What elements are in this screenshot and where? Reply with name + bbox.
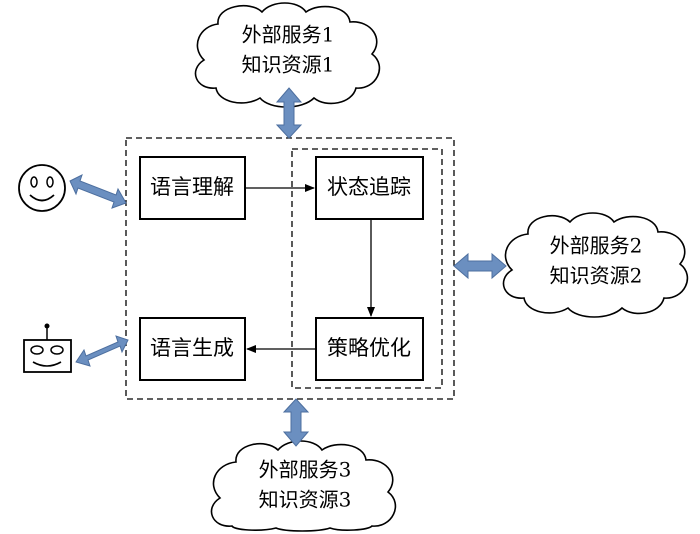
bottom-double-arrow: [282, 398, 310, 447]
right-double-arrow: [453, 252, 507, 280]
external-service-cloud-1: 外部服务1 知识资源1: [194, 2, 381, 108]
cloud-3-line-1: 外部服务3: [259, 458, 352, 482]
language-understanding-module: 语言理解: [139, 156, 246, 220]
cloud-1-line-1: 外部服务1: [242, 23, 335, 47]
user-double-arrow: [69, 174, 127, 209]
state-tracking-module: 状态追踪: [315, 156, 424, 220]
smiley-face-icon: [18, 164, 66, 212]
language-understanding-label: 语言理解: [150, 175, 234, 199]
language-generation-module: 语言生成: [139, 317, 246, 381]
cloud-3-line-2: 知识资源3: [259, 488, 352, 512]
external-service-cloud-2: 外部服务2 知识资源2: [502, 212, 689, 318]
policy-optimization-label: 策略优化: [327, 336, 411, 360]
robot-double-arrow: [75, 335, 129, 367]
policy-optimization-module: 策略优化: [315, 317, 424, 381]
external-service-cloud-3: 外部服务3 知识资源3: [210, 440, 397, 532]
cloud-1-line-2: 知识资源1: [242, 53, 335, 77]
state-tracking-label: 状态追踪: [327, 175, 411, 199]
dialogue-management-boundary: [291, 148, 443, 389]
top-double-arrow: [275, 87, 303, 139]
system-boundary: [125, 137, 455, 400]
cloud-2-line-2: 知识资源2: [550, 264, 643, 288]
cloud-2-line-1: 外部服务2: [550, 234, 643, 258]
language-generation-label: 语言生成: [150, 336, 234, 360]
robot-face-icon: [23, 323, 72, 373]
